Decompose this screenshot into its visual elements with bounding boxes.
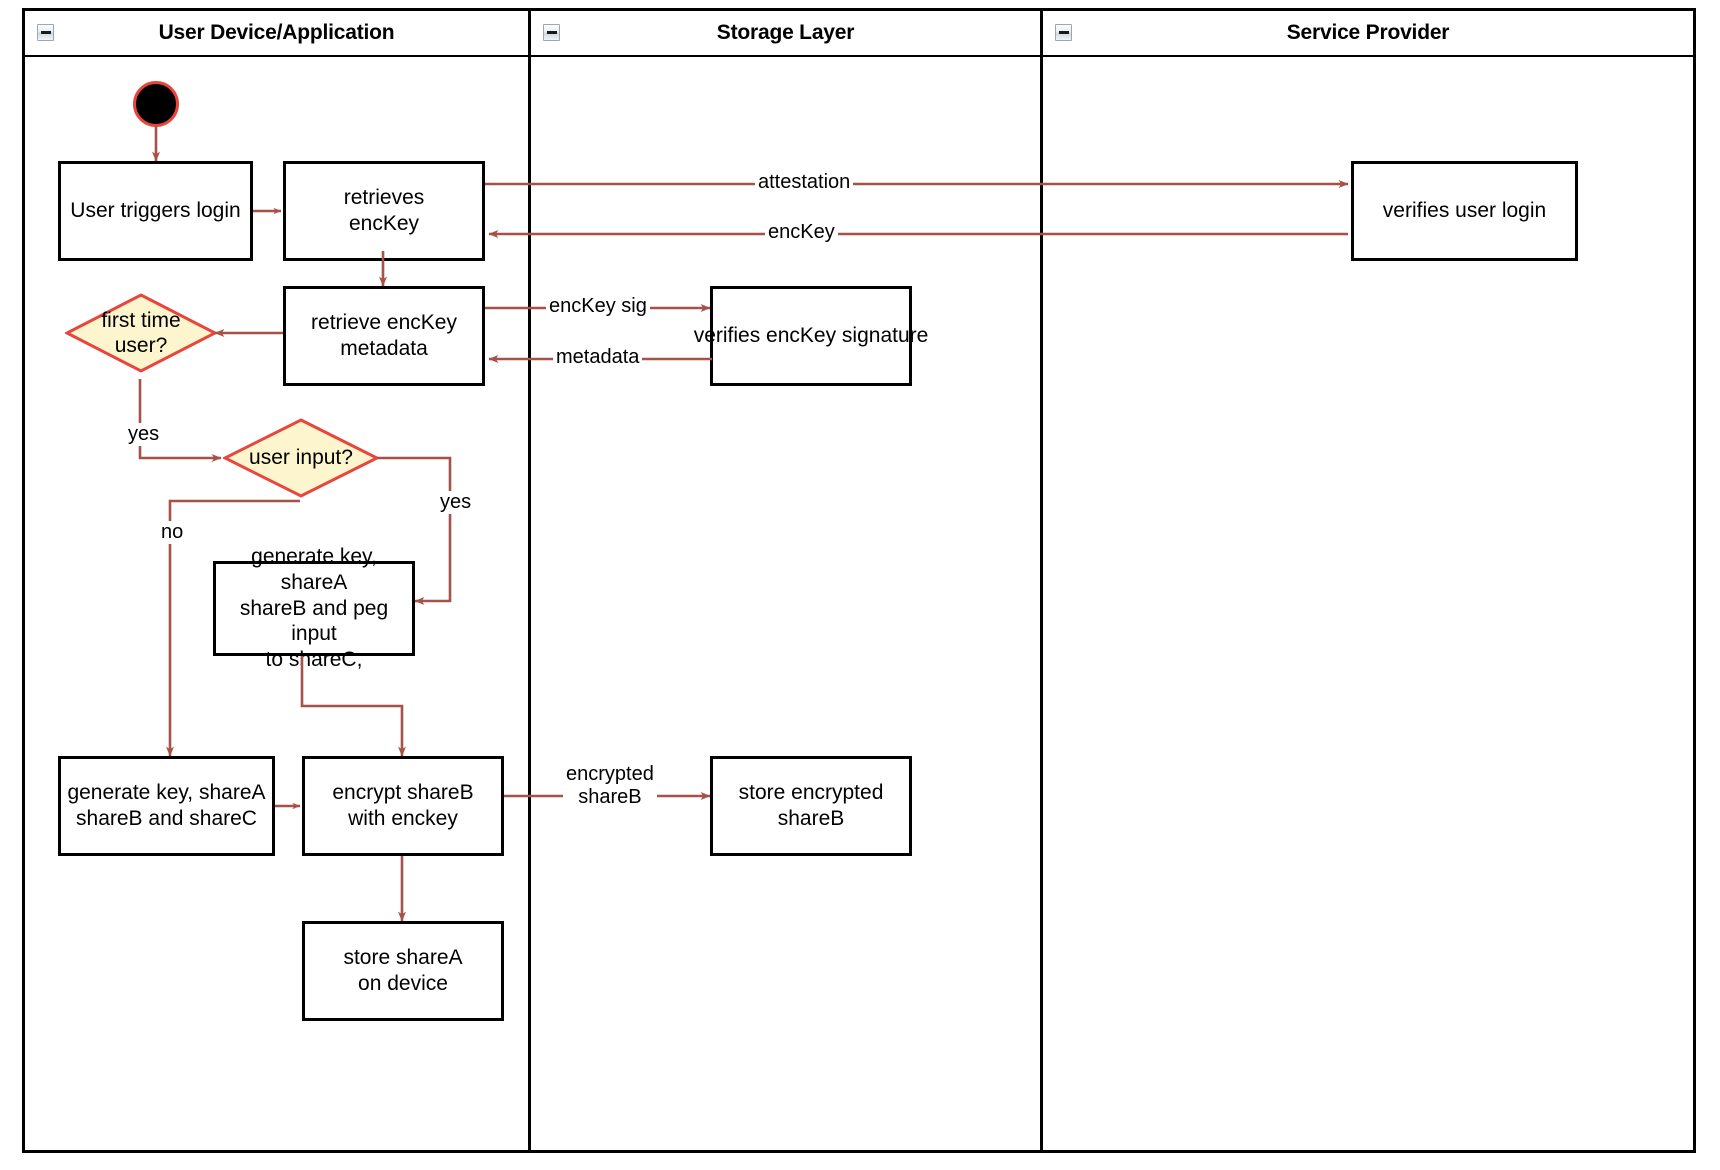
- edge-label-enckey: encKey: [765, 221, 838, 244]
- node-label: verifies encKey signature: [693, 324, 929, 348]
- collapse-minus-icon[interactable]: [543, 24, 560, 41]
- node-verifies-enckey-signature[interactable]: verifies encKey signature: [694, 286, 928, 386]
- node-store-sharea-on-device[interactable]: store shareA on device: [302, 921, 504, 1021]
- node-label: encrypt shareB with enckey: [332, 781, 474, 830]
- swimlane-diagram: User Device/Application Storage Layer Se…: [22, 8, 1696, 1153]
- node-retrieves-enckey[interactable]: retrieves encKey: [283, 161, 485, 261]
- decision-first-time-user[interactable]: first time user?: [65, 293, 217, 373]
- edge-label-attestation: attestation: [755, 171, 854, 194]
- lane-divider-1: [528, 11, 531, 1150]
- edge-label-yes-user-input: yes: [437, 491, 475, 514]
- node-generate-key-sharec[interactable]: generate key, shareA shareB and shareC: [58, 756, 275, 856]
- edge-label-encrypted-shareb: encrypted shareB: [563, 763, 657, 809]
- node-user-triggers-login[interactable]: User triggers login: [58, 161, 253, 261]
- decision-label: user input?: [249, 446, 353, 470]
- node-label: store shareA on device: [343, 946, 463, 995]
- node-store-encrypted-shareb[interactable]: store encrypted shareB: [710, 756, 912, 856]
- edge-label-enckey-sig: encKey sig: [546, 295, 650, 318]
- decision-diamond-shape: [65, 293, 217, 373]
- node-label: User triggers login: [70, 199, 241, 223]
- lane-header-storage-layer[interactable]: Storage Layer: [531, 11, 1040, 57]
- edge-label-metadata: metadata: [553, 346, 643, 369]
- decision-label: first time user?: [101, 308, 181, 357]
- edge-label-yes-first-time: yes: [125, 423, 163, 446]
- lane-header-user-device[interactable]: User Device/Application: [25, 11, 528, 57]
- node-generate-key-peg-input[interactable]: generate key, shareA shareB and peg inpu…: [213, 545, 415, 671]
- node-retrieve-enckey-metadata[interactable]: retrieve encKey metadata: [283, 286, 485, 386]
- lane-title-storage-layer: Storage Layer: [716, 21, 855, 44]
- lane-header-service-provider[interactable]: Service Provider: [1043, 11, 1693, 57]
- decision-user-input[interactable]: user input?: [223, 418, 379, 498]
- lane-divider-2: [1040, 11, 1043, 1150]
- node-label: generate key, shareA shareB and shareC: [67, 781, 266, 830]
- node-label: generate key, shareA shareB and peg inpu…: [239, 545, 389, 671]
- node-label: verifies user login: [1382, 199, 1547, 223]
- node-encrypt-shareb[interactable]: encrypt shareB with enckey: [302, 756, 504, 856]
- lane-title-service-provider: Service Provider: [1286, 21, 1450, 44]
- node-label: retrieve encKey metadata: [311, 311, 457, 360]
- initial-node: [133, 81, 179, 127]
- collapse-minus-icon[interactable]: [37, 24, 54, 41]
- node-label: retrieves encKey: [343, 186, 425, 235]
- decision-diamond-shape: [223, 418, 379, 498]
- edge-label-no-user-input: no: [158, 521, 187, 544]
- collapse-minus-icon[interactable]: [1055, 24, 1072, 41]
- node-verifies-user-login[interactable]: verifies user login: [1351, 161, 1578, 261]
- lane-title-user-device: User Device/Application: [158, 21, 395, 44]
- node-label: store encrypted shareB: [738, 781, 884, 830]
